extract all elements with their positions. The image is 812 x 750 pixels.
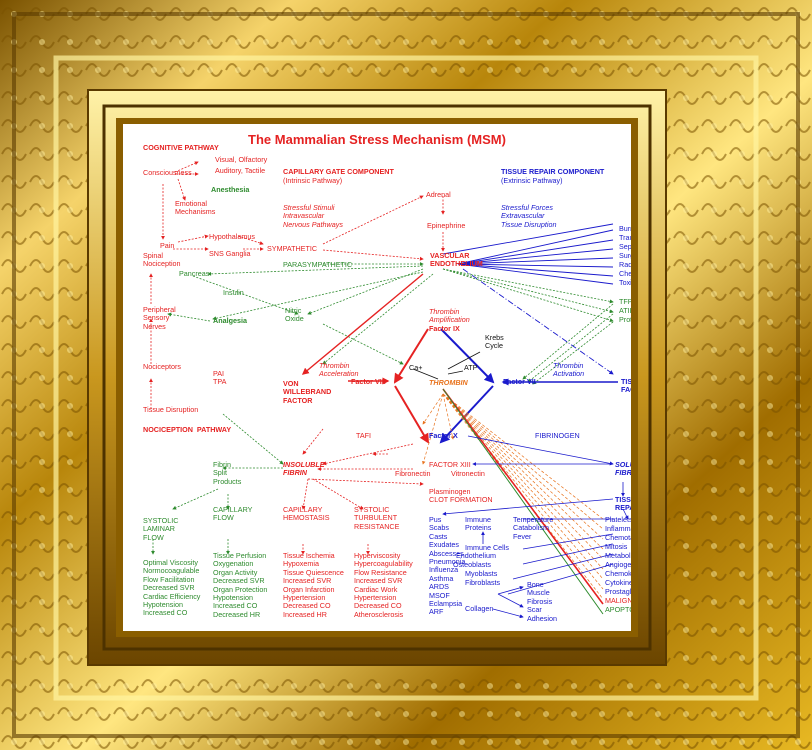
consciousness-label: Consciousness: [143, 168, 192, 177]
collagen-label: Collagen: [465, 604, 494, 613]
outcome-angiogenesis: Angiogenesis: [605, 560, 631, 569]
capillary-outcomes-list: Tissue Perfusion Oxygenation Organ Activ…: [213, 551, 268, 619]
tissue-disruption-label: Tissue Disruption: [143, 405, 199, 414]
epinephrine-label: Epinephrine: [427, 221, 466, 230]
thrombin-label: THROMBIN: [429, 378, 468, 387]
factor-ix-label: Factor IX: [429, 324, 460, 333]
soluble-fibrin-label: SOLUBLE FIBRIN: [615, 460, 631, 478]
adrenal-label: Adrenal: [426, 190, 451, 199]
outcome-platelets: Platelets: [605, 515, 631, 524]
parasympathetic-label: PARASYMPATHETIC: [283, 260, 353, 269]
capillary-flow-label: CAPILLARY FLOW: [213, 505, 253, 523]
pathology-list: Pus Scabs Casts Exudates Abscesses Pneum…: [429, 515, 466, 617]
nociception-pathway-header: NOCICEPTION PATHWAY: [143, 425, 232, 434]
apoptosis-label: APOPTOSIS: [605, 605, 631, 614]
calcium-label: Ca+: [409, 363, 423, 372]
pain-label: Pain: [160, 241, 175, 250]
tafi-label: TAFI: [356, 431, 372, 440]
anesthesia-label: Anesthesia: [211, 185, 250, 194]
thrombin-activation-label: Thrombin Activation: [553, 361, 585, 379]
myoblasts-label: Myoblasts: [465, 569, 498, 578]
auditory-tactile-label: Auditory, Tactile: [215, 166, 266, 175]
diagram-title: The Mammalian Stress Mechanism (MSM): [248, 132, 506, 147]
spinal-nociception-label: Spinal Nociception: [143, 251, 181, 269]
fibrin-split-products-label: Fibrin Split Products: [213, 460, 242, 486]
osteoblasts-label: Osteoblasts: [453, 560, 491, 569]
analgesia-label: Analgesia: [213, 316, 247, 325]
intrinsic-pathway-label: (Intrinsic Pathway): [283, 176, 343, 185]
injury-radiation: Radiation: [619, 260, 631, 269]
systolic-turbulent-resistance-label: SYSTOLIC TURBULENT RESISTANCE: [354, 505, 400, 531]
factor-vii-label: Factor VII: [503, 377, 536, 386]
plasminogen-clot-formation-label: Plasminogen CLOT FORMATION: [429, 487, 493, 505]
systolic-laminar-flow-label: SYSTOLIC LAMINAR FLOW: [143, 516, 179, 542]
immune-proteins-label: Immune Proteins: [465, 515, 492, 533]
insulin-label: Insulin: [223, 288, 244, 297]
krebs-cycle-label: Krebs Cycle: [485, 333, 504, 351]
hypothalamus-label: Hypothalamus: [209, 232, 255, 241]
cognitive-pathway-header: COGNITIVE PATHWAY: [143, 143, 219, 152]
pathway-arrows: [149, 161, 629, 619]
laminar-outcomes-list: Optimal Viscosity Normocoagulable Flow F…: [143, 558, 201, 618]
hemostasis-outcomes-list: Tissue Ischemia Hypoxemia Tissue Quiesce…: [283, 551, 344, 619]
endothelium-label: Endothelium: [456, 551, 496, 560]
nitric-oxide-label: Nitric Oxide: [285, 306, 304, 324]
atp-label: ATP: [464, 363, 478, 372]
pai-tpa-label: PAI TPA: [213, 369, 227, 387]
sympathetic-label: SYMPATHETIC: [267, 244, 318, 253]
msm-diagram-canvas: The Mammalian Stress Mechanism (MSM) COG…: [123, 124, 631, 631]
von-willebrand-factor-label: VON WILLEBRAND FACTOR: [283, 379, 332, 405]
fibroblasts-label: Fibroblasts: [465, 578, 501, 587]
pancreas-label: Pancreas: [179, 269, 210, 278]
visual-olfactory-label: Visual, Olfactory: [215, 155, 268, 164]
tissue-repair-label: TISSUE REPAIR: [615, 495, 631, 513]
outcome-inflammation: Inflammation: [605, 524, 631, 533]
outcome-mitosis: Mitosis: [605, 542, 628, 551]
injury-sepsis: Sepsis: [619, 242, 631, 251]
thrombin-acceleration-label: Thrombin Acceleration: [319, 361, 359, 379]
sns-ganglia-label: SNS Ganglia: [209, 249, 251, 258]
nociceptors-label: Nociceptors: [143, 362, 181, 371]
insoluble-fibrin-label: INSOLUBLE FIBRIN: [283, 460, 325, 478]
vitronectin-label: Vitronectin: [451, 469, 485, 478]
systemic-response-list: Temperature Catabolism Fever: [513, 515, 554, 541]
factor-xiii-label: FACTOR XIII: [429, 460, 471, 469]
factor-viii-label: Factor VIII: [351, 377, 386, 386]
stressful-forces-label: Stressful Forces Extravascular Tissue Di…: [501, 203, 557, 229]
inhibitor-protein-c: Protein C: [619, 315, 631, 324]
outcome-prostaglandins: Prostaglandins: [605, 587, 631, 596]
immune-cells-label: Immune Cells: [465, 543, 509, 552]
outcome-metabolism: Metabolism: [605, 551, 631, 560]
tissue-factor-label: TISSUE FACTOR: [621, 377, 631, 395]
turbulent-outcomes-list: Hyperviscosity Hypercoagulability Flow R…: [354, 551, 413, 619]
tissue-repair-header: TISSUE REPAIR COMPONENT: [501, 167, 605, 176]
outcome-chemotaxis: Chemotaxis: [605, 533, 631, 542]
thrombin-amplification-label: Thrombin Amplification: [429, 307, 470, 325]
tissue-outcomes-list: Bone Muscle Fibrosis Scar Adhesion: [527, 580, 557, 623]
factor-x-label: Factor X: [429, 431, 458, 440]
outcome-cytokines: Cytokines: [605, 578, 631, 587]
injury-trauma: Trauma: [619, 233, 631, 242]
fibrinogen-label: FIBRINOGEN: [535, 431, 580, 440]
inhibitor-tfpi: TFPI: [619, 297, 631, 306]
stressful-stimuli-label: Stressful Stimuli Intravascular Nervous …: [283, 203, 343, 229]
injury-burns: Burns: [619, 224, 631, 233]
vascular-endothelium-label: VASCULAR ENDOTHELIUM: [430, 251, 483, 269]
injury-surgery: Surgery: [619, 251, 631, 260]
fibronectin-label: Fibronectin: [395, 469, 431, 478]
peripheral-sensory-nerves-label: Peripheral Sensory Nerves: [143, 305, 176, 331]
outcome-chemokines: Chemokines: [605, 569, 631, 578]
malignancy-label: MALIGNANCY: [605, 596, 631, 605]
injury-chemicals: Chemicals: [619, 269, 631, 278]
capillary-hemostasis-label: CAPILLARY HEMOSTASIS: [283, 505, 330, 523]
capillary-gate-header: CAPILLARY GATE COMPONENT: [283, 167, 394, 176]
inhibitor-atiii: ATIII: [619, 306, 631, 315]
extrinsic-pathway-label: (Extrinsic Pathway): [501, 176, 563, 185]
emotional-mechanisms-label: Emotional Mechanisms: [175, 199, 216, 217]
injury-toxins: Toxins: [619, 278, 631, 287]
